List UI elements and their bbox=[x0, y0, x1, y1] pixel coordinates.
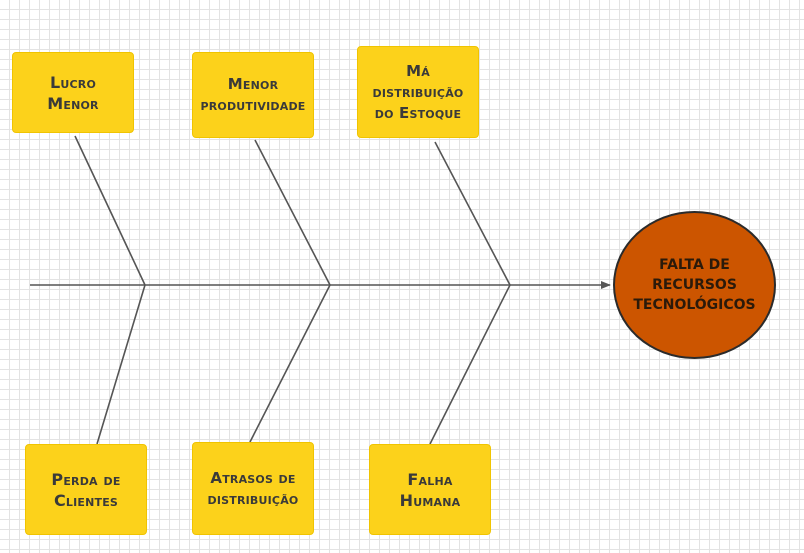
cause-falha-humana[interactable]: Falha Humana bbox=[369, 444, 491, 535]
cause-perda-de-clientes[interactable]: Perda de Clientes bbox=[25, 444, 147, 535]
bone-bottom-2 bbox=[249, 284, 331, 443]
bone-bottom-3 bbox=[429, 284, 511, 445]
cause-atrasos-de-distribuicao[interactable]: Atrasos de distribuição bbox=[192, 442, 314, 535]
bone-top-1 bbox=[74, 135, 146, 286]
effect-label: FALTA DE RECURSOS TECNOLÓGICOS bbox=[633, 257, 756, 313]
cause-menor-produtividade[interactable]: Menor produtividade bbox=[192, 52, 314, 138]
bone-top-3 bbox=[434, 141, 511, 286]
cause-ma-distribuicao-estoque[interactable]: Má distribuição do Estoque bbox=[357, 46, 479, 138]
bone-top-2 bbox=[254, 139, 331, 286]
effect-circle[interactable]: FALTA DE RECURSOS TECNOLÓGICOS bbox=[613, 211, 776, 359]
bone-bottom-1 bbox=[96, 284, 146, 445]
cause-lucro-menor[interactable]: Lucro Menor bbox=[12, 52, 134, 133]
